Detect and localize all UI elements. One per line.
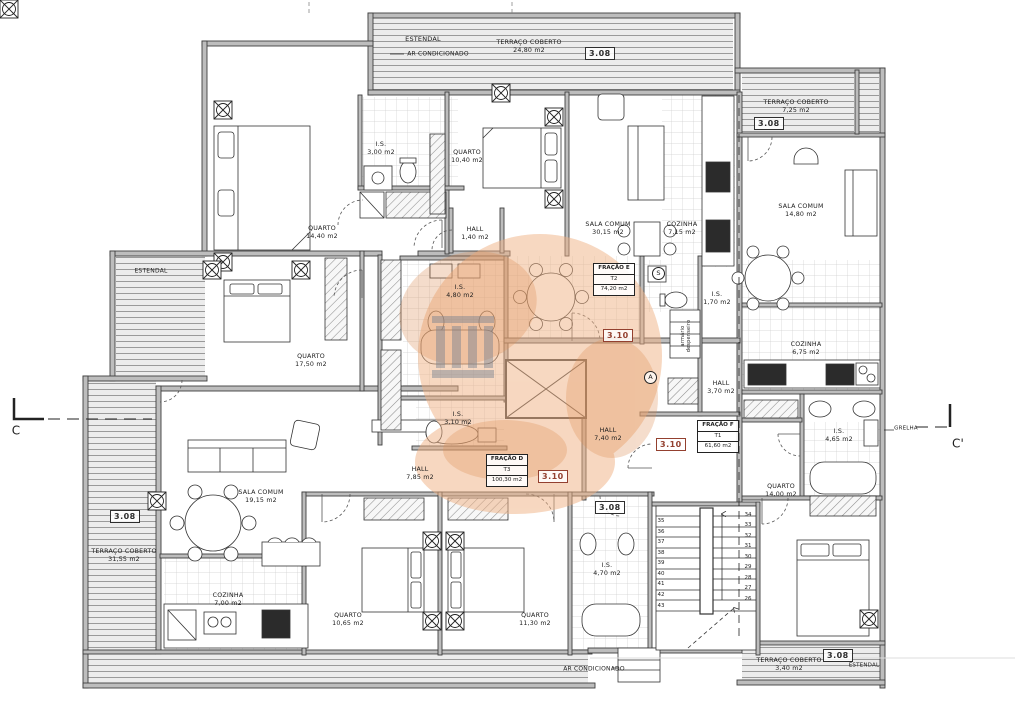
annotation-lines [12,2,1015,669]
bed-quarto-10-65 [361,547,425,613]
bed-quarto-11-30 [447,547,525,613]
bed-quarto-14-00 [796,539,870,637]
sofa-sala-e [597,93,665,201]
bed-quarto-14-40 [213,125,311,251]
dining-table-sala-left [169,484,257,562]
kitchen-counter-right [743,359,881,389]
bathroom-is-4-65 [808,400,879,495]
kitchen-counter-e [701,95,735,267]
watermark-logo [399,234,662,514]
bathroom-is-4-70 [579,532,641,637]
kitchen-table-e [617,221,677,257]
kitchen-counter-left [163,603,309,649]
watermark-column-glyph [432,316,494,378]
bed-quarto-10-40 [482,127,562,189]
bathroom-is-3-00 [363,157,417,191]
staircase [655,505,757,651]
sofa-sala-right [793,147,878,237]
ac-unit-bottom [617,647,661,683]
dining-table-sala-right [731,245,805,311]
bed-quarto-17-50 [223,279,291,343]
section-c-tick [12,398,44,421]
nightstand-symbols [0,0,879,631]
